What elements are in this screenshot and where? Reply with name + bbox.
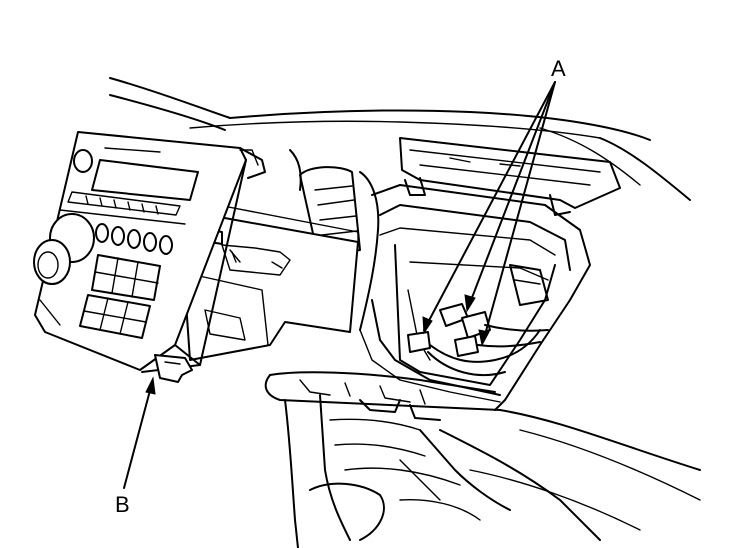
callout-a-leaders: [422, 81, 556, 347]
dashboard-outline: [109, 77, 701, 541]
callout-label-a: A: [551, 56, 566, 81]
dashboard-opening: [264, 137, 621, 411]
lower-console: [284, 394, 511, 548]
audio-unit: [33, 131, 359, 383]
callout-b-leader: [123, 376, 156, 489]
callout-label-b: B: [115, 492, 130, 517]
